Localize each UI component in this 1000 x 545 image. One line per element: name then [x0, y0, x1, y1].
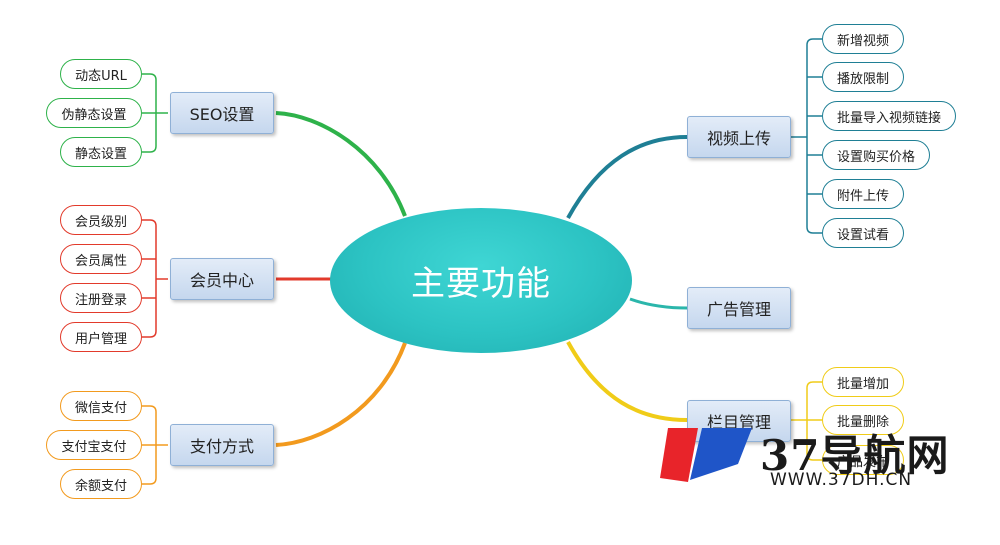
video-bracket [791, 38, 822, 234]
branch-member: 会员中心 [170, 258, 274, 300]
leaf-payment-alipay: 支付宝支付 [46, 430, 142, 460]
branch-video: 视频上传 [687, 116, 791, 158]
leaf-video-set-price: 设置购买价格 [822, 140, 930, 170]
leaf-video-attachment: 附件上传 [822, 179, 904, 209]
leaf-video-add: 新增视频 [822, 24, 904, 54]
connector-column [566, 341, 688, 422]
connector-ads [629, 297, 688, 310]
branch-payment: 支付方式 [170, 424, 274, 466]
branch-ads: 广告管理 [687, 287, 791, 329]
leaf-seo-static: 静态设置 [60, 137, 142, 167]
leaf-member-level: 会员级别 [60, 205, 142, 235]
branch-seo: SEO设置 [170, 92, 274, 134]
leaf-column-batch-delete: 批量删除 [822, 405, 904, 435]
leaf-column-publish: 产品发布 [822, 445, 904, 475]
leaf-column-batch-add: 批量增加 [822, 367, 904, 397]
column-bracket [791, 381, 822, 461]
leaf-seo-dynamic-url: 动态URL [60, 59, 142, 89]
leaf-seo-pseudo-static: 伪静态设置 [46, 98, 142, 128]
connector-seo [275, 111, 407, 217]
leaf-member-user-management: 用户管理 [60, 322, 142, 352]
leaf-payment-balance: 余额支付 [60, 469, 142, 499]
leaf-payment-wechat: 微信支付 [60, 391, 142, 421]
central-topic: 主要功能 [330, 208, 632, 353]
member-bracket [142, 219, 168, 338]
leaf-video-trial: 设置试看 [822, 218, 904, 248]
seo-bracket [142, 73, 168, 153]
watermark-logo-icon [660, 428, 752, 482]
watermark-title: 37导航网 [760, 431, 950, 480]
leaf-member-register-login: 注册登录 [60, 283, 142, 313]
leaf-video-batch-import: 批量导入视频链接 [822, 101, 956, 131]
connector-payment [275, 342, 407, 447]
connector-video [566, 135, 688, 219]
leaf-member-attributes: 会员属性 [60, 244, 142, 274]
leaf-video-play-limit: 播放限制 [822, 62, 904, 92]
watermark-url: WWW.37DH.CN [770, 470, 913, 490]
watermark: 37导航网 WWW.37DH.CN [660, 420, 1000, 510]
payment-bracket [142, 405, 168, 485]
